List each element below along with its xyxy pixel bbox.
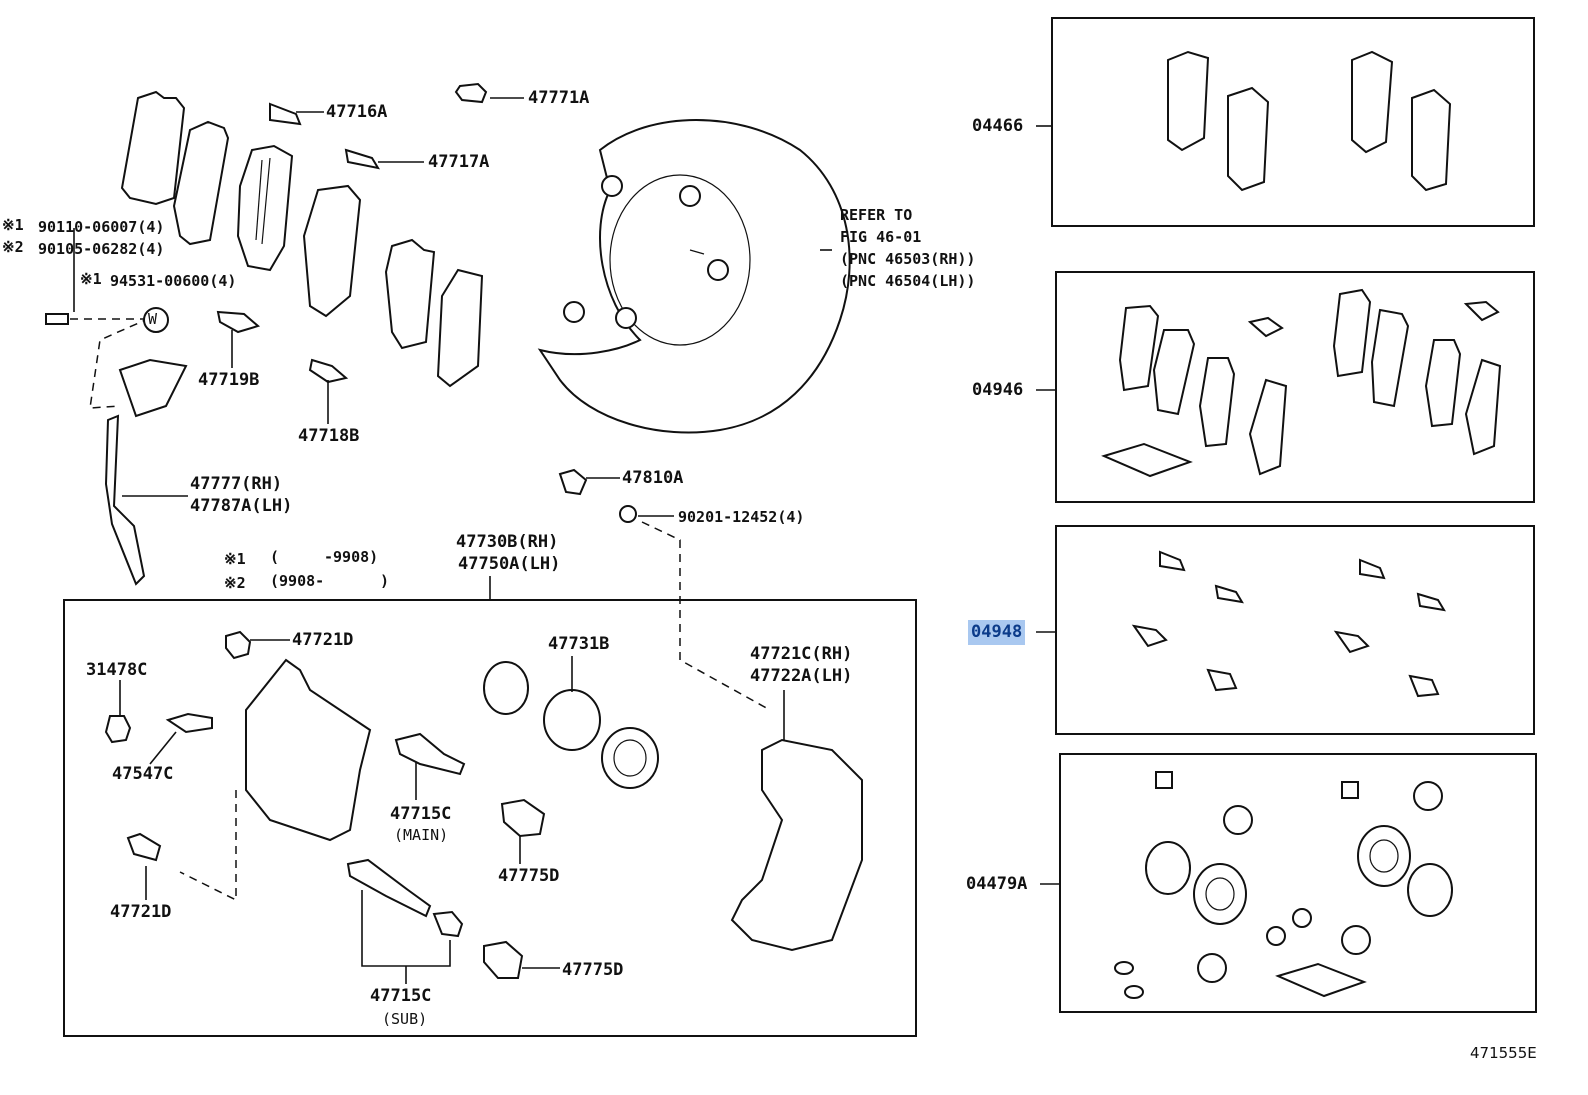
- kit-04466-pads: [1167, 50, 1452, 192]
- range-2-close: ): [380, 572, 390, 590]
- label-47718B[interactable]: 47718B: [298, 426, 360, 446]
- label-47716A[interactable]: 47716A: [326, 102, 388, 122]
- label-47715C-main[interactable]: 47715C: [390, 804, 452, 824]
- range-1-end: -9908): [324, 548, 379, 566]
- label-47719B[interactable]: 47719B: [198, 370, 260, 390]
- refer-line-3[interactable]: (PNC 46503(RH)): [840, 250, 976, 268]
- note-mark-2: ※2: [2, 238, 24, 256]
- label-47731B[interactable]: 47731B: [548, 634, 610, 654]
- range-mark-1: ※1: [224, 550, 246, 568]
- range-2-start: (9908-: [270, 572, 325, 590]
- kit-04479A-seals: [1114, 771, 1453, 999]
- label-47777-rh[interactable]: 47777(RH): [190, 474, 283, 494]
- note-mark-washer: ※1: [80, 270, 102, 288]
- kit-label-04466[interactable]: 04466: [972, 116, 1024, 136]
- washer-symbol: W: [148, 310, 158, 328]
- label-47717A[interactable]: 47717A: [428, 152, 490, 172]
- label-47730B-rh[interactable]: 47730B(RH): [456, 532, 559, 552]
- label-47547C[interactable]: 47547C: [112, 764, 174, 784]
- kit-label-04946[interactable]: 04946: [972, 380, 1024, 400]
- range-mark-2: ※2: [224, 574, 246, 592]
- kit-label-04479A[interactable]: 04479A: [966, 874, 1028, 894]
- figure-code: 471555E: [1470, 1044, 1537, 1062]
- label-31478C[interactable]: 31478C: [86, 660, 148, 680]
- label-47771A[interactable]: 47771A: [528, 88, 590, 108]
- label-main-note: (MAIN): [394, 826, 449, 844]
- refer-line-4[interactable]: (PNC 46504(LH)): [840, 272, 976, 290]
- label-47810A[interactable]: 47810A: [622, 468, 684, 488]
- brake-pad-group: [120, 90, 484, 388]
- dust-shield: [537, 119, 851, 434]
- label-47775D-upper[interactable]: 47775D: [498, 866, 560, 886]
- refer-line-2: FIG 46-01: [840, 228, 922, 246]
- label-47750A-lh[interactable]: 47750A(LH): [458, 554, 561, 574]
- range-1-open: (: [270, 548, 280, 566]
- label-47721D-bottom[interactable]: 47721D: [110, 902, 172, 922]
- clip-hardware: [216, 82, 637, 523]
- refer-line-1: REFER TO: [840, 206, 913, 224]
- label-47721C-rh[interactable]: 47721C(RH): [750, 644, 853, 664]
- kit-04948-clips: [1131, 550, 1446, 698]
- label-47787A-lh[interactable]: 47787A(LH): [190, 496, 293, 516]
- label-47722A-lh[interactable]: 47722A(LH): [750, 666, 853, 686]
- leader-lines: [73, 97, 1060, 984]
- kit-04946-pads: [1101, 288, 1502, 478]
- caliper-parts: [104, 521, 863, 979]
- label-bolt-90105[interactable]: 90105-06282(4): [38, 240, 165, 258]
- label-90201[interactable]: 90201-12452(4): [678, 508, 805, 526]
- label-bolt-90110[interactable]: 90110-06007(4): [38, 218, 165, 236]
- label-sub-note: (SUB): [382, 1010, 428, 1028]
- bolt-washer: [45, 307, 169, 333]
- kit-label-04948-highlighted[interactable]: 04948: [968, 620, 1026, 645]
- label-47721D-top[interactable]: 47721D: [292, 630, 354, 650]
- kit-boxes: [1051, 17, 1537, 1013]
- label-47775D-lower[interactable]: 47775D: [562, 960, 624, 980]
- label-47715C-sub[interactable]: 47715C: [370, 986, 432, 1006]
- caliper-bracket-shield: [89, 317, 188, 586]
- label-washer-94531[interactable]: 94531-00600(4): [110, 272, 237, 290]
- note-mark-1: ※1: [2, 216, 24, 234]
